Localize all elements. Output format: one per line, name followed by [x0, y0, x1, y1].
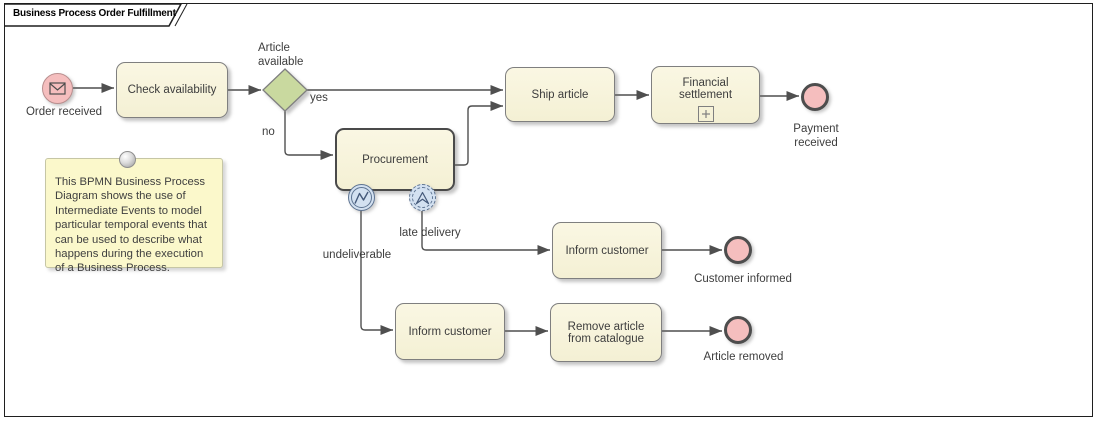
note-text: This BPMN Business Process Diagram shows… [55, 176, 207, 275]
task-inform-customer-undeliverable[interactable]: Inform customer [395, 303, 505, 360]
frame-tab [5, 3, 183, 27]
envelope-icon [49, 82, 66, 95]
flow-label-no: no [262, 126, 275, 138]
error-event-inner-ring [351, 187, 372, 208]
escalation-event-inner-ring [412, 187, 433, 208]
diagram-frame [4, 3, 1093, 417]
flow-procurement-to-ship[interactable] [455, 100, 503, 166]
task-financial-settlement[interactable]: Financial settlement [651, 66, 760, 124]
boundary-event-escalation[interactable] [409, 184, 436, 211]
boundary-event-error[interactable] [348, 184, 375, 211]
task-procurement[interactable]: Procurement [335, 128, 455, 191]
end-event-payment-received[interactable] [801, 83, 829, 111]
diagram-title: Business Process Order Fulfillment [13, 8, 176, 19]
task-label: Inform customer [565, 244, 649, 257]
start-event-label: Order received [25, 106, 103, 118]
flow-error-to-inform[interactable] [360, 211, 393, 336]
start-event-order-received[interactable] [42, 73, 73, 104]
task-ship-article[interactable]: Ship article [505, 67, 615, 122]
end-event-label: Customer informed [694, 273, 792, 285]
end-event-customer-informed[interactable] [724, 236, 752, 264]
note-annotation[interactable]: This BPMN Business Process Diagram shows… [45, 158, 223, 274]
collapsed-subprocess-plus-icon [697, 106, 714, 122]
flow-label-yes: yes [310, 92, 328, 104]
task-label: Procurement [362, 153, 428, 166]
flow-label-late-delivery: late delivery [399, 227, 461, 239]
end-event-article-removed[interactable] [724, 316, 752, 344]
flow-escalation-to-inform[interactable] [421, 211, 550, 256]
gateway-label: Article available [258, 42, 304, 68]
task-label: Inform customer [408, 325, 492, 338]
task-remove-article[interactable]: Remove article from catalogue [550, 303, 662, 362]
task-inform-customer-late[interactable]: Inform customer [552, 222, 662, 279]
flow-gateway-no-to-procurement[interactable] [284, 111, 333, 161]
task-label: Financial settlement [678, 77, 733, 101]
frame-tab-fold [174, 3, 188, 27]
gateway-article-available[interactable] [262, 68, 308, 112]
flow-label-undeliverable: undeliverable [322, 249, 392, 261]
note-pin-icon [119, 151, 136, 168]
end-event-label: Article removed [703, 351, 784, 363]
task-check-availability[interactable]: Check availability [116, 62, 228, 118]
end-event-label: Payment received [793, 123, 839, 149]
task-label: Remove article from catalogue [567, 320, 645, 345]
task-label: Ship article [531, 88, 589, 101]
task-label: Check availability [127, 84, 217, 96]
